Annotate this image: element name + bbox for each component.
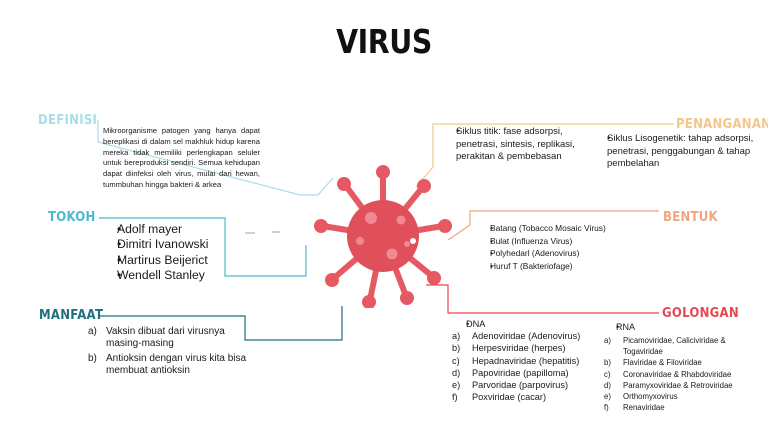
rna-list: RNA a) Picamoviridae, Caliciviridae & Tog… bbox=[604, 322, 764, 413]
list-item: Huruf T (Bakteriofage) bbox=[477, 260, 647, 273]
bentuk-item: Bulat (Influenza Virus) bbox=[490, 235, 573, 246]
rna-label-row: RNA bbox=[604, 322, 764, 333]
list-item: b) Herpesviridae (herpes) bbox=[452, 342, 602, 354]
golongan-heading: GOLONGAN bbox=[662, 306, 739, 321]
list-marker: c) bbox=[452, 355, 460, 366]
list-item: f) Poxviridae (cacar) bbox=[452, 391, 602, 403]
manfaat-list: a) Vaksin dibuat dari virusnya masing-ma… bbox=[88, 326, 256, 378]
list-item: f) Renaviridae bbox=[604, 402, 764, 413]
dna-item: Hepadnaviridae (hepatitis) bbox=[472, 355, 580, 366]
bentuk-item: Polyhedarl (Adenovirus) bbox=[490, 248, 580, 259]
list-item: a) Picamoviridae, Caliciviridae & Togavir… bbox=[604, 335, 764, 357]
list-marker: f) bbox=[604, 403, 609, 413]
list-marker: e) bbox=[452, 380, 461, 391]
dna-list: DNA a) Adenoviridae (Adenovirus) b) Herpes… bbox=[452, 318, 602, 403]
penanganan-list: Siklus titik: fase adsorpsi, penetrasi, … bbox=[440, 126, 590, 164]
virus-icon bbox=[314, 165, 452, 308]
dna-item: Adenoviridae (Adenovirus) bbox=[472, 331, 581, 342]
tokoh-item: Dimitri Ivanowski bbox=[117, 237, 209, 252]
dna-item: Herpesviridae (herpes) bbox=[472, 343, 566, 354]
list-item: Martirus Beijerict bbox=[104, 252, 234, 269]
list-marker: a) bbox=[604, 336, 611, 345]
list-item: Bulat (Influenza Virus) bbox=[477, 235, 647, 248]
list-item: Polyhedarl (Adenovirus) bbox=[477, 247, 647, 260]
list-marker: e) bbox=[604, 392, 611, 402]
list-marker: a) bbox=[452, 331, 461, 342]
manfaat-item: Vaksin dibuat dari virusnya masing-masin… bbox=[106, 326, 225, 350]
list-item: b) Antioksin dengan virus kita bisa memb… bbox=[88, 353, 256, 378]
bentuk-connector bbox=[447, 210, 659, 241]
list-marker: b) bbox=[452, 343, 461, 354]
tokoh-heading: TOKOH bbox=[48, 210, 96, 225]
tokoh-list: Adolf mayer Dimitri Ivanowski Martirus B… bbox=[104, 222, 234, 284]
rna-item: Renaviridae bbox=[623, 403, 665, 413]
tokoh-item: Martirus Beijerict bbox=[117, 252, 208, 267]
definisi-heading: DEFINISI bbox=[38, 113, 98, 128]
list-item: Batang (Tobacco Mosaic Virus) bbox=[477, 222, 647, 235]
list-item: Wendell Stanley bbox=[104, 268, 234, 284]
penanganan-item: Siklus Lisogenetik: tahap adsorpsi, pene… bbox=[607, 133, 754, 170]
list-marker: d) bbox=[452, 367, 461, 378]
list-marker: d) bbox=[604, 380, 611, 390]
list-item: c) Hepadnaviridae (hepatitis) bbox=[452, 355, 602, 367]
list-item: Dimitri Ivanowski bbox=[104, 237, 234, 253]
rna-item: Paramyxoviridae & Retroviridae bbox=[623, 380, 733, 390]
manfaat-heading: MANFAAT bbox=[39, 308, 104, 323]
bentuk-item: Huruf T (Bakteriofage) bbox=[490, 260, 573, 271]
definisi-text: Mikroorganisme patogen yang hanya dapat … bbox=[103, 126, 260, 189]
dna-item: Papoviridae (papilloma) bbox=[472, 367, 569, 378]
tokoh-item: Adolf mayer bbox=[117, 222, 183, 236]
penanganan-item: Siklus titik: fase adsorpsi, penetrasi, … bbox=[456, 126, 575, 163]
list-item: Adolf mayer bbox=[104, 222, 234, 238]
dna-item: Parvoridae (parpovirus) bbox=[472, 380, 568, 391]
list-marker: f) bbox=[452, 392, 458, 403]
list-item: b) Flaviridae & Filoviridae bbox=[604, 357, 764, 368]
page-title: VIRUS bbox=[336, 22, 432, 61]
list-item: e) Orthomyxovirus bbox=[604, 391, 764, 402]
list-item: d) Papoviridae (papilloma) bbox=[452, 367, 602, 379]
list-item: Siklus Lisogenetik: tahap adsorpsi, pene… bbox=[594, 133, 754, 171]
list-marker: a) bbox=[88, 326, 97, 337]
rna-item: Flaviridae & Filoviridae bbox=[623, 358, 702, 368]
dna-item: Poxviridae (cacar) bbox=[472, 392, 547, 403]
list-item: e) Parvoridae (parpovirus) bbox=[452, 379, 602, 391]
rna-label: RNA bbox=[616, 322, 636, 332]
bentuk-heading: BENTUK bbox=[663, 210, 718, 225]
penanganan-connector bbox=[415, 123, 674, 188]
list-item: a) Vaksin dibuat dari virusnya masing-ma… bbox=[88, 326, 256, 351]
manfaat-item: Antioksin dengan virus kita bisa membuat… bbox=[106, 352, 247, 377]
golongan-connector bbox=[426, 284, 659, 314]
tokoh-item: Wendell Stanley bbox=[117, 268, 205, 283]
list-marker: b) bbox=[604, 358, 611, 368]
list-item: a) Adenoviridae (Adenovirus) bbox=[452, 330, 602, 342]
bentuk-item: Batang (Tobacco Mosaic Virus) bbox=[490, 223, 606, 233]
rna-item: Coronaviridae & Rhabdoviridae bbox=[623, 369, 732, 379]
list-marker: b) bbox=[88, 352, 97, 364]
dna-label: DNA bbox=[466, 319, 486, 329]
rna-item: Orthomyxovirus bbox=[623, 392, 678, 402]
penanganan-heading: PENANGANAN bbox=[676, 117, 768, 132]
manfaat-connector bbox=[99, 306, 343, 341]
list-item: d) Paramyxoviridae & Retroviridae bbox=[604, 380, 764, 391]
rna-item: Picamoviridae, Caliciviridae & Togavirid… bbox=[623, 336, 726, 357]
bentuk-list: Batang (Tobacco Mosaic Virus) Bulat (Inf… bbox=[477, 222, 647, 272]
list-marker: c) bbox=[604, 369, 611, 379]
penanganan-list-2: Siklus Lisogenetik: tahap adsorpsi, pene… bbox=[594, 133, 754, 171]
list-item: c) Coronaviridae & Rhabdoviridae bbox=[604, 369, 764, 380]
definisi-connector bbox=[97, 120, 334, 196]
list-item: Siklus titik: fase adsorpsi, penetrasi, … bbox=[440, 126, 590, 164]
dna-label-row: DNA bbox=[452, 318, 602, 330]
